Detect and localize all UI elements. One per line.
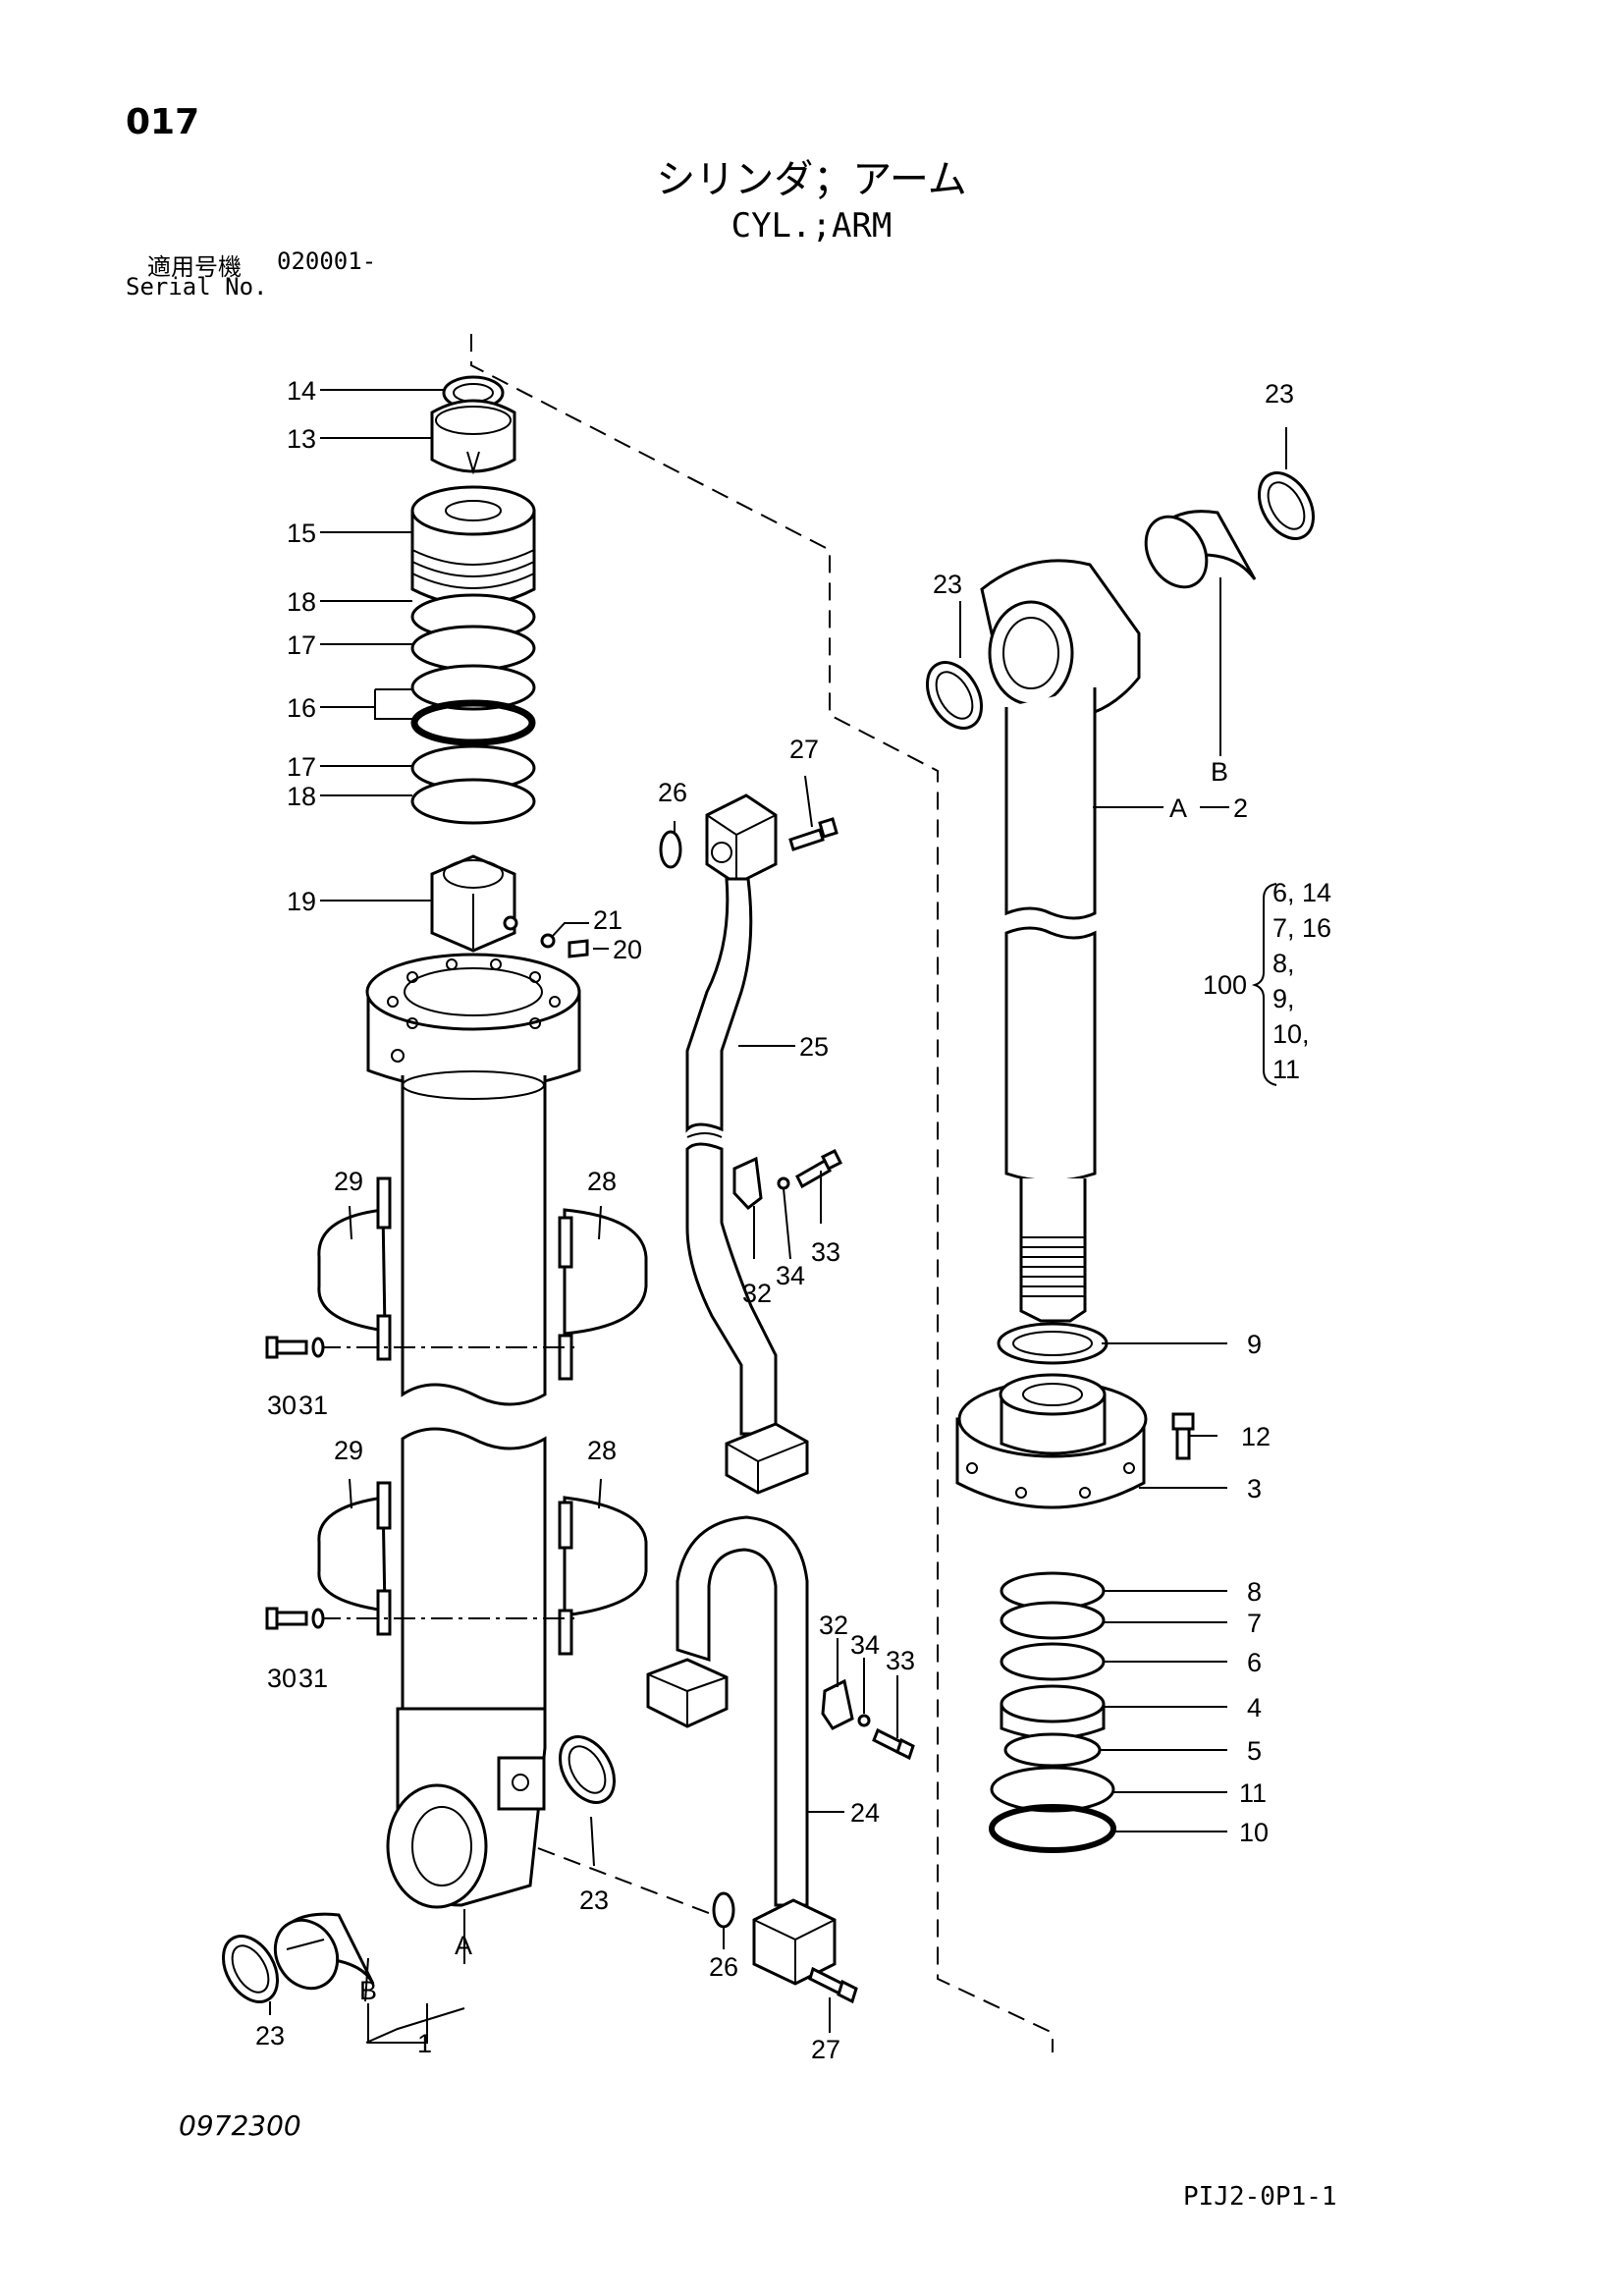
callout-23-tube-right: 23	[579, 1886, 609, 1915]
callout-20: 20	[613, 935, 642, 964]
callout-10: 10	[1239, 1818, 1269, 1847]
band-clamp-lower	[317, 1481, 648, 1656]
callout-6: 6	[1247, 1648, 1262, 1677]
callout-23-tube-left: 23	[255, 2021, 285, 2050]
page-number: 017	[126, 102, 200, 142]
title-english: CYL.;ARM	[730, 206, 893, 246]
seal-rings-18-17-16	[410, 593, 536, 825]
callout-32-upper: 32	[742, 1279, 772, 1308]
band-clamp-upper	[317, 1176, 648, 1381]
callout-33-upper: 33	[811, 1237, 840, 1267]
callout-A-rod: A	[1169, 793, 1187, 823]
ball-21-setscrew-20	[540, 933, 589, 958]
callout-7: 7	[1247, 1609, 1262, 1638]
callout-24: 24	[850, 1798, 880, 1828]
leader-lines	[269, 389, 1287, 2044]
callout-31-upper: 31	[298, 1391, 328, 1420]
setscrew-12	[1171, 1412, 1195, 1460]
callout-B-rod: B	[1211, 757, 1228, 787]
serial-value: 020001-	[277, 247, 377, 275]
cylinder-tube-head-flange	[365, 953, 581, 1092]
cylinder-tube-lower	[401, 1427, 547, 1730]
callout-28-upper: 28	[587, 1167, 617, 1196]
callout-3: 3	[1247, 1474, 1262, 1503]
callout-30-lower: 30	[267, 1664, 297, 1693]
kit-contents-line-5: 10,	[1272, 1019, 1310, 1049]
pipe-clamps-32-34-33	[732, 1148, 915, 1761]
callout-5: 5	[1247, 1736, 1262, 1766]
kit-contents-line-2: 7, 16	[1272, 913, 1331, 943]
hydraulic-block-lower	[712, 1891, 858, 2004]
callout-11: 11	[1239, 1778, 1267, 1808]
callout-8: 8	[1247, 1577, 1262, 1607]
callout-29-upper: 29	[334, 1167, 363, 1196]
callout-17-upper: 17	[287, 630, 316, 660]
callout-27-upper: 27	[789, 735, 819, 764]
rod-cover-15	[410, 485, 536, 607]
callout-13: 13	[287, 424, 316, 454]
callout-18-upper: 18	[287, 587, 316, 617]
callout-34-lower: 34	[850, 1630, 880, 1660]
kit-contents-line-4: 9,	[1272, 984, 1295, 1013]
pipe-flange-lower-25	[725, 1422, 809, 1495]
callout-31-lower: 31	[298, 1664, 328, 1693]
kit-contents-line-1: 6, 14	[1272, 878, 1331, 907]
callout-21: 21	[593, 905, 622, 935]
serial-label-japanese: 適用号機	[147, 253, 242, 281]
callout-34-upper: 34	[776, 1261, 805, 1290]
rod-eye-and-piston-rod	[980, 559, 1141, 1323]
dust-seal-13	[430, 399, 516, 475]
title-japanese: シリンダ；アーム	[656, 157, 967, 202]
callout-18-lower: 18	[287, 782, 316, 811]
piston-seals-8-7-6-4-5-11-10	[989, 1571, 1116, 1853]
callout-labels: 14 13 15 18 17 16 17 18 19 21 20 29 28 3…	[255, 376, 1331, 2064]
callout-12: 12	[1241, 1422, 1271, 1451]
callout-25: 25	[799, 1032, 829, 1062]
callout-1: 1	[417, 2029, 432, 2058]
callout-100-kit: 100	[1203, 970, 1247, 1000]
kit-contents-line-3: 8,	[1272, 949, 1295, 978]
pipe-24	[646, 1515, 809, 1907]
assembly-guide-lines	[470, 334, 1054, 2052]
callout-9: 9	[1247, 1330, 1262, 1359]
bushing-and-seals-23	[222, 1735, 616, 2003]
callout-B-tube: B	[359, 1976, 377, 2005]
callout-2: 2	[1233, 793, 1248, 823]
callout-4: 4	[1247, 1693, 1262, 1722]
hydraulic-block-upper	[659, 793, 839, 886]
cylinder-tube-upper	[401, 1070, 547, 1406]
callout-32-lower: 32	[819, 1611, 848, 1640]
kit-contents-line-6: 11	[1272, 1055, 1300, 1084]
pin-bushing-and-seals-23	[926, 471, 1315, 730]
callout-14: 14	[287, 376, 316, 406]
callout-27-lower: 27	[811, 2035, 840, 2064]
callout-26-upper: 26	[658, 778, 687, 807]
callout-23-rod-left: 23	[933, 570, 962, 599]
piston-nut-19	[430, 854, 518, 953]
clamp-centre-lines	[319, 1346, 579, 1619]
sheet-code: PIJ2-0P1-1	[1183, 2182, 1337, 2212]
cushion-ring-9	[997, 1322, 1109, 1365]
callout-A-tube: A	[455, 1931, 472, 1960]
callout-29-lower: 29	[334, 1436, 363, 1465]
serial-label-english: Serial No.	[126, 273, 268, 301]
clamp-bolts-30-31	[265, 1336, 325, 1630]
reference-code: 0972300	[179, 2109, 301, 2142]
callout-28-lower: 28	[587, 1436, 617, 1465]
callout-26-lower: 26	[709, 1952, 738, 1982]
callout-17-lower: 17	[287, 752, 316, 782]
callout-30-upper: 30	[267, 1391, 297, 1420]
callout-15: 15	[287, 519, 316, 548]
callout-33-lower: 33	[886, 1646, 915, 1675]
piston-3	[955, 1373, 1148, 1509]
callout-23-rod-right: 23	[1265, 379, 1294, 409]
tube-bottom-eye	[386, 1707, 547, 1909]
pipe-25	[685, 877, 778, 1436]
callout-19: 19	[287, 887, 316, 916]
callout-16: 16	[287, 693, 316, 723]
